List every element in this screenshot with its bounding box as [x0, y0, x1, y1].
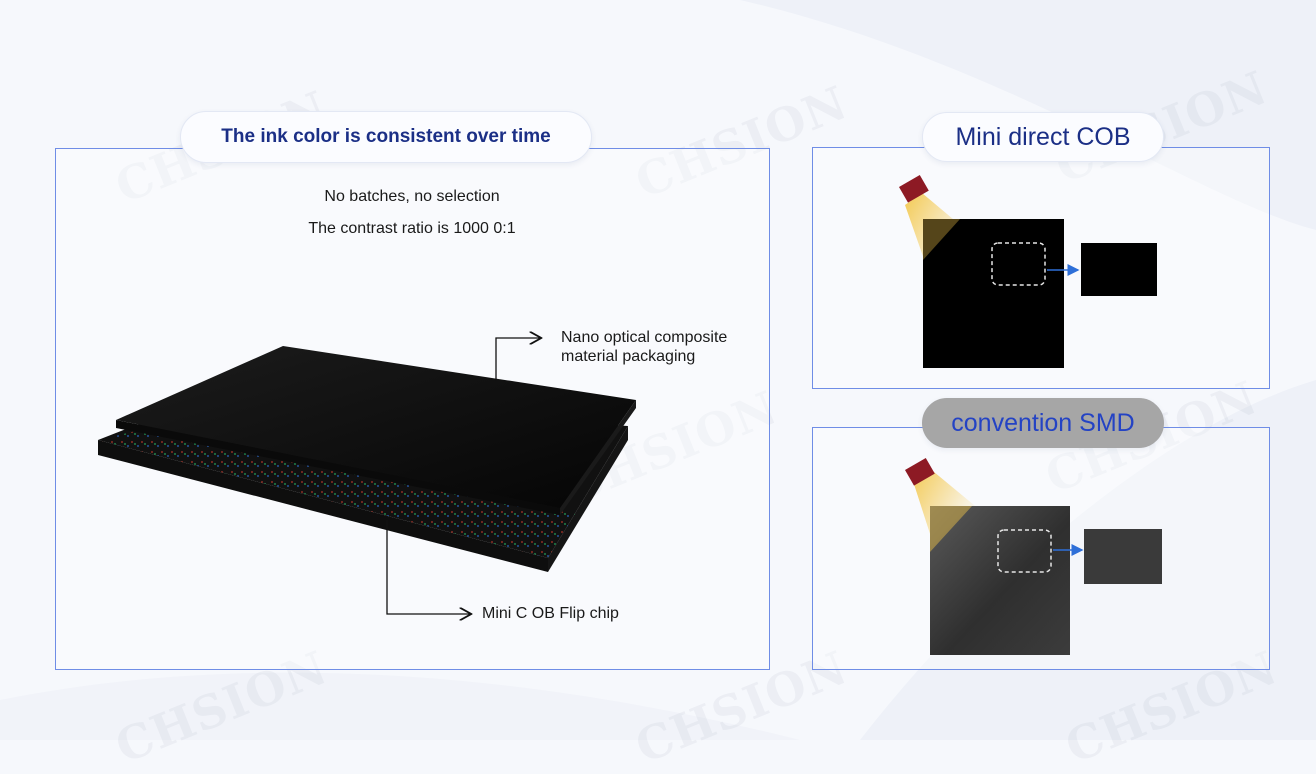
smd-illustration — [905, 458, 1162, 655]
cob-zoom-region — [991, 242, 1046, 286]
smd-zoomed-view — [1084, 529, 1162, 584]
left-panel-title: The ink color is consistent over time — [180, 111, 592, 163]
cob-dark-square — [923, 219, 1064, 368]
callout-line-bottom — [386, 520, 470, 614]
cob-panel-title: Mini direct COB — [922, 112, 1164, 162]
cob-illustration — [899, 175, 1157, 368]
cob-zoomed-view — [1081, 243, 1157, 296]
callout-flip-chip: Mini C OB Flip chip — [482, 605, 619, 622]
callout-nano-line2: material packaging — [561, 348, 696, 365]
subtitle-batches: No batches, no selection — [324, 188, 500, 205]
smd-panel-title: convention SMD — [922, 398, 1164, 448]
subtitle-contrast: The contrast ratio is 1000 0:1 — [308, 220, 516, 237]
illustrations — [98, 175, 1162, 655]
panel-illustration — [98, 346, 636, 572]
callout-line-top — [495, 338, 540, 381]
callout-nano-line1: Nano optical composite — [561, 329, 728, 346]
